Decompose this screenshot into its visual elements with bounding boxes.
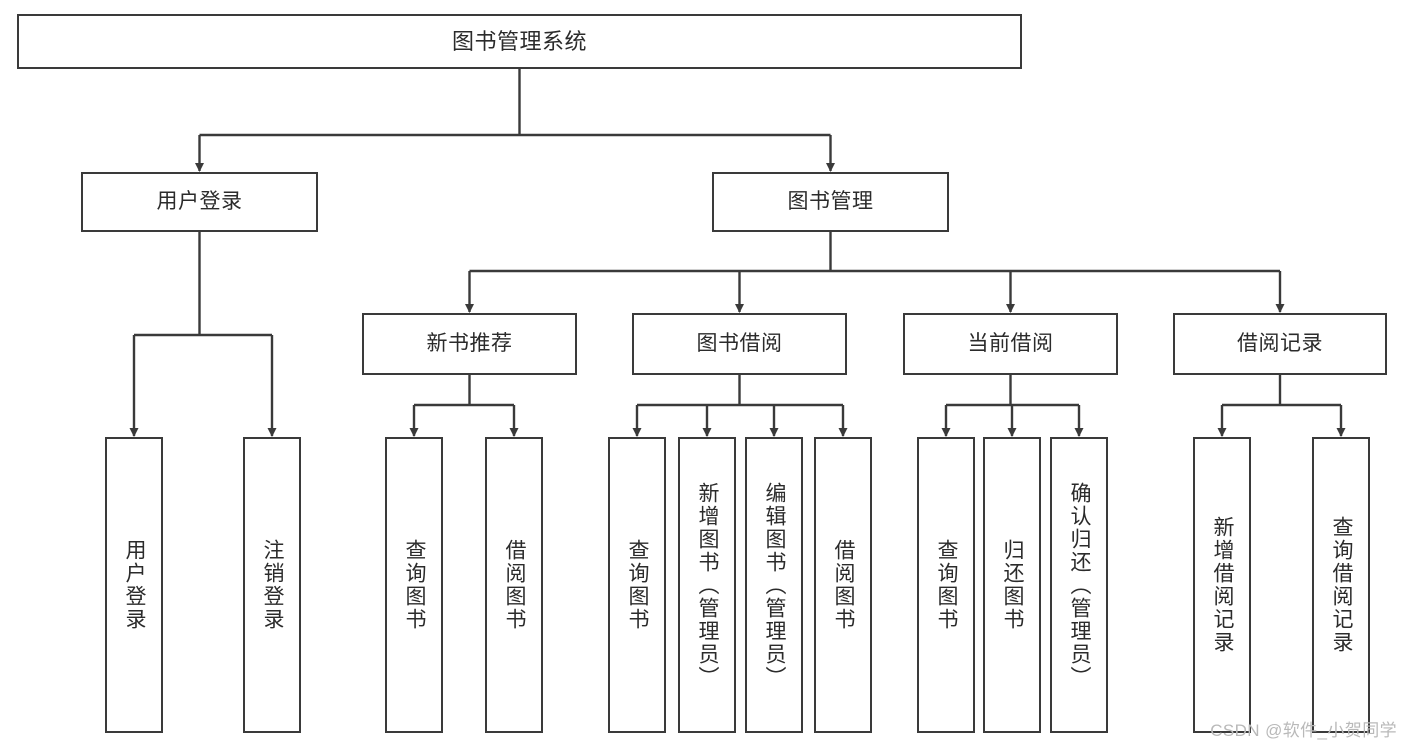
node-l-login[interactable]: 用户登录 [105,437,163,733]
node-label: 新增图书（管理员） [696,481,720,689]
node-bookmgmt[interactable]: 图书管理 [712,172,949,232]
node-label: 查询图书 [403,539,427,631]
node-label: 确认归还（管理员） [1068,481,1092,689]
node-login[interactable]: 用户登录 [81,172,318,232]
node-l-qbook3[interactable]: 查询图书 [917,437,975,733]
node-label: 新书推荐 [426,331,513,355]
node-label: 图书管理系统 [451,28,587,54]
node-label: 查询图书 [626,539,650,631]
node-current[interactable]: 当前借阅 [903,313,1118,375]
node-label: 用户登录 [156,189,243,213]
node-label: 编辑图书（管理员） [763,481,787,689]
csdn-watermark: CSDN @软件_小贺同学 [1210,721,1397,740]
node-label: 借阅图书 [832,539,856,631]
node-label: 查询图书 [935,539,959,631]
node-l-logout[interactable]: 注销登录 [243,437,301,733]
node-label: 新增借阅记录 [1211,516,1235,654]
node-history[interactable]: 借阅记录 [1173,313,1387,375]
node-label: 图书管理 [787,189,874,213]
node-l-confirm[interactable]: 确认归还（管理员） [1050,437,1108,733]
node-label: 图书借阅 [696,331,783,355]
node-l-bbook2[interactable]: 借阅图书 [814,437,872,733]
node-label: 当前借阅 [967,331,1054,355]
node-l-bbook1[interactable]: 借阅图书 [485,437,543,733]
node-label: 归还图书 [1001,539,1025,631]
node-l-addrec[interactable]: 新增借阅记录 [1193,437,1251,733]
node-label: 借阅记录 [1237,331,1323,355]
node-l-qbook1[interactable]: 查询图书 [385,437,443,733]
node-l-qrec[interactable]: 查询借阅记录 [1312,437,1370,733]
connector-lines [129,69,1346,437]
node-label: 注销登录 [261,539,285,631]
node-root[interactable]: 图书管理系统 [17,14,1022,69]
node-l-return[interactable]: 归还图书 [983,437,1041,733]
node-l-qbook2[interactable]: 查询图书 [608,437,666,733]
node-l-addbook[interactable]: 新增图书（管理员） [678,437,736,733]
node-label: 借阅图书 [503,539,527,631]
node-borrow[interactable]: 图书借阅 [632,313,847,375]
node-l-editbook[interactable]: 编辑图书（管理员） [745,437,803,733]
node-label: 查询借阅记录 [1330,516,1354,654]
node-label: 用户登录 [123,539,147,631]
node-newrec[interactable]: 新书推荐 [362,313,577,375]
